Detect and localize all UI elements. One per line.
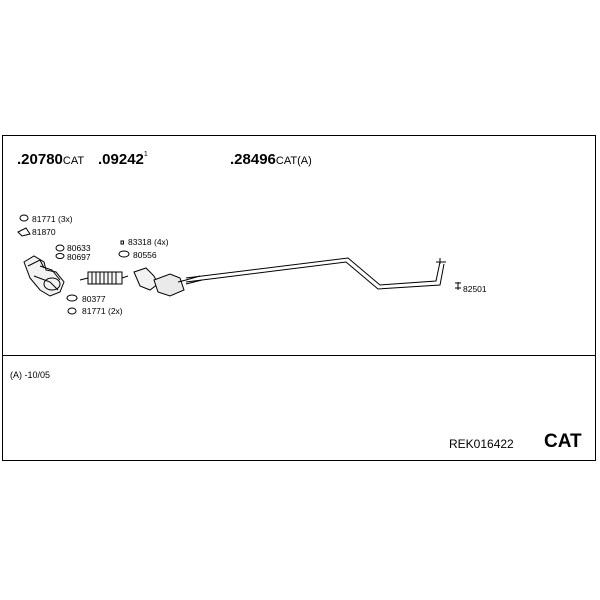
flex-pipe-icon [79, 271, 129, 285]
gasket-ring-icon [19, 214, 29, 222]
gasket-80556-icon [118, 250, 130, 258]
header-part-20780: .20780CAT [17, 151, 85, 168]
reference-number: REK016422 [449, 437, 514, 451]
label-81870: 81870 [32, 227, 56, 237]
gasket-small-icon [55, 253, 65, 259]
label-82501: 82501 [463, 284, 487, 294]
divider-line [3, 355, 595, 356]
label-80556: 80556 [133, 250, 157, 260]
label-80633: 80633 [67, 243, 91, 253]
ring-81771-icon [67, 307, 77, 315]
gasket-80377-icon [66, 294, 78, 302]
footnote: (A) -10/05 [10, 370, 51, 380]
front-pipe-silencer-icon [133, 267, 203, 297]
bolt-icon [120, 240, 124, 245]
diagram-frame [2, 135, 596, 461]
label-81771-2x: 81771 (2x) [82, 306, 123, 316]
clamp-icon [17, 227, 31, 237]
tail-pipe-icon [185, 257, 446, 290]
label-81771-3x: 81771 (3x) [32, 214, 73, 224]
label-83318-4x: 83318 (4x) [128, 237, 169, 247]
header-part-09242: .092421 [98, 151, 148, 168]
label-80377: 80377 [82, 294, 106, 304]
clamp-82501-icon [455, 282, 461, 290]
catalytic-converter-front-icon [23, 255, 65, 297]
category-label: CAT [544, 431, 582, 452]
header-part-28496: .28496CAT(A) [230, 151, 312, 168]
gasket-icon [55, 244, 65, 252]
label-80697: 80697 [67, 252, 91, 262]
